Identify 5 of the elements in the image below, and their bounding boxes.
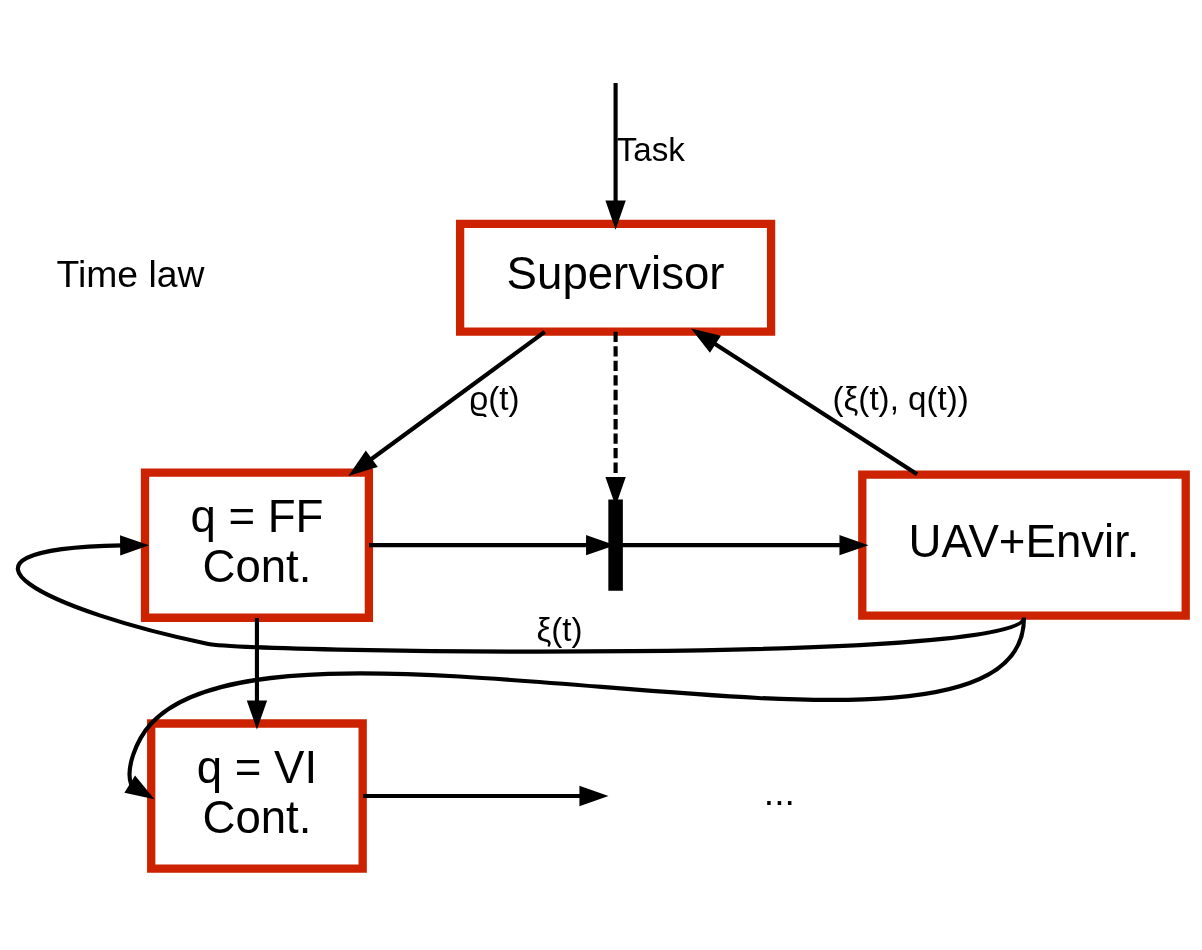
label: ... [763,771,795,814]
edge-label: ϱ(t) [468,380,519,418]
edge-label: ξ(t) [535,610,583,648]
label: Time law [56,252,204,295]
edge-label: (ξ(t), q(t)) [831,380,969,418]
